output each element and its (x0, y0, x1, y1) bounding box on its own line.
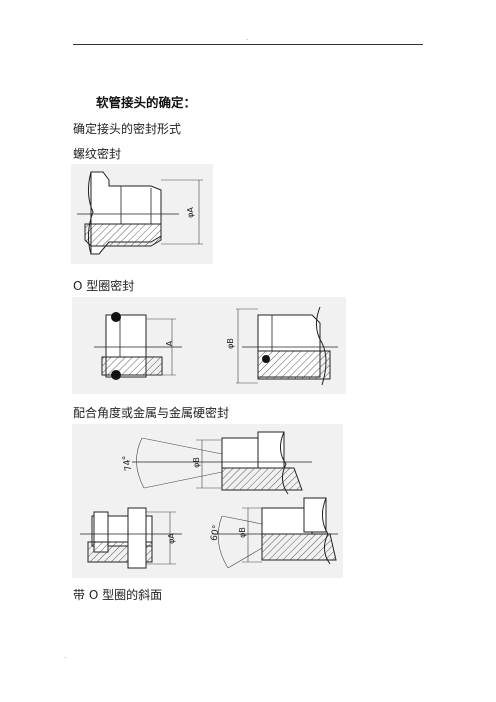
thread-dim-a: φA (185, 207, 195, 218)
header-mark: . (246, 34, 249, 42)
cone-dim-a: φA (166, 533, 176, 544)
oring-seal-figure: A φB (72, 297, 346, 394)
cone-dim-b-top: φB (191, 457, 201, 468)
cone-dim-b-bottom: φB (237, 527, 247, 538)
cone-seal-figure: 74° φB φA 60° φB (72, 424, 343, 578)
oring-dim-a: A (165, 340, 175, 347)
text-oring-bevel: 带 O 型圈的斜面 (73, 588, 163, 602)
text-oring-seal: O 型圈密封 (73, 279, 135, 293)
footer-mark: . (64, 652, 67, 660)
text-seal-form: 确定接头的密封形式 (73, 122, 182, 136)
header-rule (73, 44, 423, 45)
thread-seal-figure: φA (71, 164, 213, 264)
text-cone-seal: 配合角度或金属与金属硬密封 (73, 406, 230, 420)
section-title: 软管接头的确定： (96, 95, 197, 110)
oring-dim-b: φB (225, 338, 235, 349)
text-thread-seal: 螺纹密封 (73, 147, 122, 161)
